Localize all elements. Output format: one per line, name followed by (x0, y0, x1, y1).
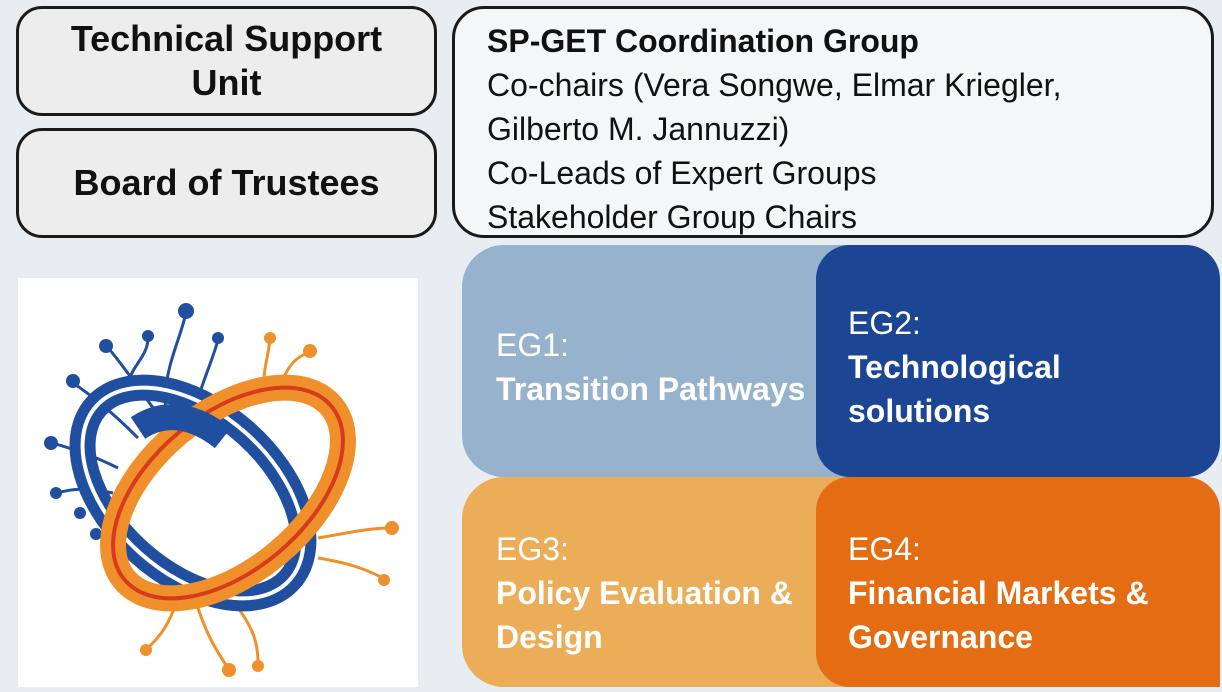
board-of-trustees-label: Board of Trustees (73, 162, 380, 204)
coordination-group-line: Gilberto M. Jannuzzi) (487, 111, 790, 147)
expert-group-label: EG2: (848, 305, 921, 341)
coordination-group-line: Stakeholder Group Chairs (487, 199, 857, 235)
expert-group-eg3: EG3: Policy Evaluation & Design (462, 477, 882, 687)
board-of-trustees-box: Board of Trustees (16, 128, 437, 238)
intertwined-rings-logo-icon (18, 278, 418, 687)
coordination-group-line: Co-chairs (Vera Songwe, Elmar Kriegler, (487, 67, 1062, 103)
technical-support-unit-label: Technical Support Unit (70, 18, 383, 103)
expert-group-name: Policy Evaluation & Design (496, 575, 793, 655)
coordination-group-line: Co-Leads of Expert Groups (487, 155, 877, 191)
coordination-group-box: SP-GET Coordination Group Co-chairs (Ver… (452, 6, 1214, 238)
expert-group-eg1: EG1: Transition Pathways (462, 245, 882, 477)
expert-group-name: Financial Markets & Governance (848, 575, 1149, 655)
expert-group-label: EG4: (848, 531, 921, 567)
coordination-group-title: SP-GET Coordination Group (487, 23, 919, 59)
expert-group-name: Transition Pathways (496, 371, 806, 407)
expert-group-label: EG3: (496, 531, 569, 567)
expert-group-eg2: EG2: Technological solutions (816, 245, 1220, 477)
technical-support-unit-box: Technical Support Unit (16, 6, 437, 116)
expert-group-label: EG1: (496, 327, 569, 363)
expert-group-eg4: EG4: Financial Markets & Governance (816, 477, 1220, 687)
expert-group-name: Technological solutions (848, 349, 1061, 429)
